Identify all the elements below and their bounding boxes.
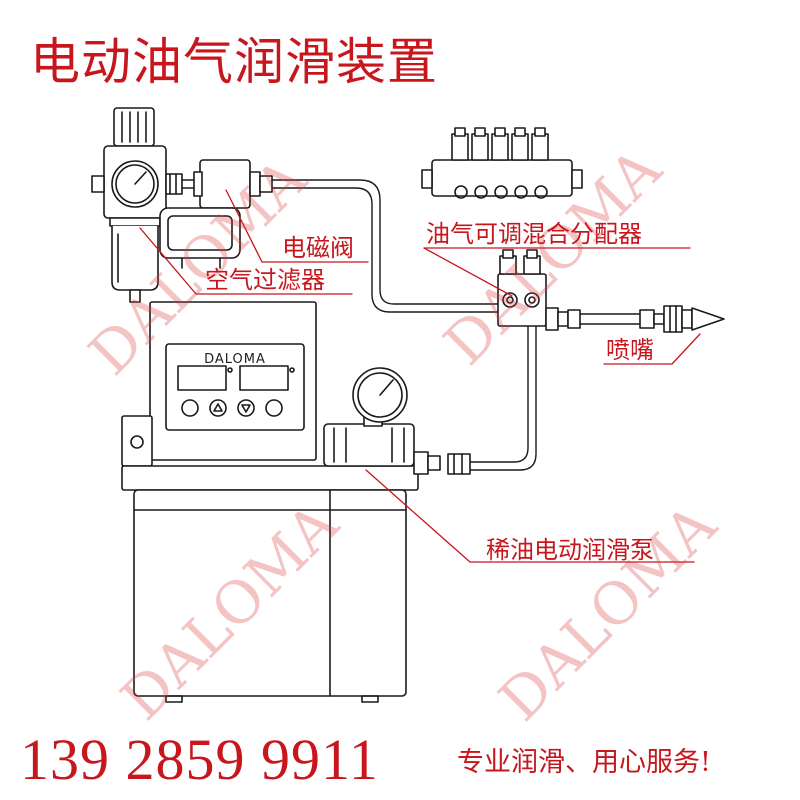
callout-nozzle: 喷嘴 [606, 336, 654, 364]
callout-pump: 稀油电动润滑泵 [486, 536, 654, 564]
callout-solenoid-valve: 电磁阀 [282, 234, 354, 262]
tubing [271, 179, 641, 471]
slogan: 专业润滑、用心服务! [457, 747, 711, 778]
leader-filter [139, 227, 353, 295]
pump-unit [121, 301, 471, 703]
nozzle [639, 305, 725, 333]
air-filter [91, 107, 201, 303]
leader-pump [365, 469, 695, 563]
mixing-distributor [497, 249, 581, 331]
solenoid-valve [159, 159, 273, 269]
callout-air-filter: 空气过滤器 [205, 266, 325, 294]
top-distributor [421, 127, 583, 199]
control-panel-brand: DALOMA [204, 352, 266, 367]
callout-distributor: 油气可调混合分配器 [426, 220, 642, 248]
leader-distributor-pointer [423, 247, 513, 297]
leader-solenoid [225, 189, 369, 263]
page-title: 电动油气润滑装置 [30, 33, 438, 91]
leader-lines [139, 189, 701, 563]
leader-nozzle [603, 333, 701, 365]
contact-phone: 139 2859 9911 [20, 727, 379, 792]
